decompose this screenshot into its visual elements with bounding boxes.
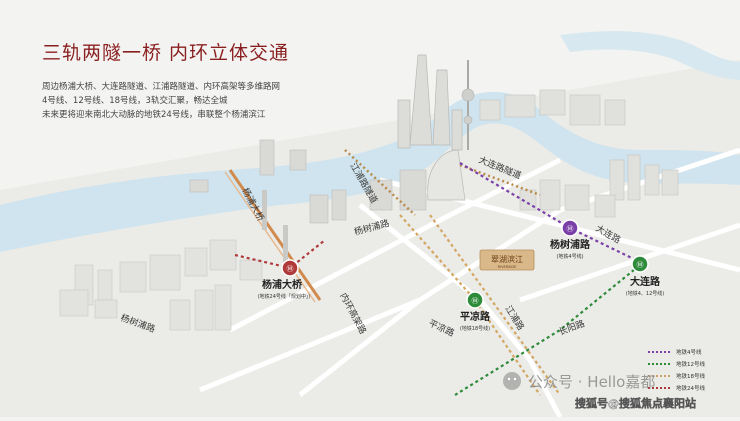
station-lines: (地铁4号线) (556, 253, 583, 260)
buildings-center (189, 139, 427, 224)
station-yangpu-bridge[interactable]: Ⓜ 杨浦大桥 (地铁24号线「规划中」) (258, 259, 311, 300)
station-name: 杨树浦路 (550, 238, 591, 251)
station-pingliang-road[interactable]: Ⓜ 平凉路 (地铁18号线) (460, 291, 491, 332)
buildings-west (59, 239, 263, 331)
metro-icon (561, 219, 579, 237)
station-lines: (地铁18号线) (460, 325, 490, 332)
dalian-tunnel-line (459, 163, 541, 197)
svg-text:Ⓜ: Ⓜ (287, 265, 294, 273)
metro-icon (631, 255, 649, 273)
legend-label-4: 地铁4号线 (676, 348, 702, 356)
wechat-icon (503, 372, 521, 390)
station-name: 杨浦大桥 (262, 278, 303, 291)
station-lines: (地铁4、12号线) (626, 290, 664, 297)
metro-line-12 (454, 264, 641, 396)
metro-icon (466, 291, 484, 309)
station-lines: (地铁24号线「规划中」) (258, 293, 311, 300)
lujiazui-towers (397, 54, 475, 201)
project-sub: RIVERSIDE (498, 265, 517, 269)
wechat-watermark-text: 公众号 · Hello嘉都 (528, 373, 655, 391)
metro-line-18b (429, 214, 561, 396)
metro-icon (281, 259, 299, 277)
station-yangshupu-road[interactable]: Ⓜ 杨树浦路 (地铁4号线) (550, 219, 591, 260)
svg-text:Ⓜ: Ⓜ (637, 261, 644, 269)
svg-text:Ⓜ: Ⓜ (567, 225, 574, 233)
station-name: 大连路 (630, 275, 661, 288)
jiangpu-tunnel-line (344, 149, 416, 216)
sohu-watermark-text: 搜狐号@搜狐焦点襄阳站 (575, 396, 696, 410)
legend-label-12: 地铁12号线 (676, 360, 705, 368)
huangpu-river (0, 91, 740, 252)
project-marker[interactable]: 翠湖滨江 RIVERSIDE (479, 249, 535, 271)
buildings-east (479, 89, 679, 218)
legend: 地铁4号线 地铁12号线 地铁18号线 地铁24号线 (648, 348, 705, 392)
station-name: 平凉路 (460, 310, 491, 323)
wechat-watermark: 公众号 · Hello嘉都 (503, 372, 655, 391)
legend-label-24: 地铁24号线 (676, 384, 705, 392)
metro-line-18 (399, 214, 541, 396)
project-name: 翠湖滨江 (491, 254, 523, 264)
description-line-2: 4号线、12号线、18号线，3轨交汇聚，畅达全城 (42, 96, 228, 106)
page-title: 三轨两隧一桥 内环立体交通 (42, 42, 290, 64)
river-upper (560, 31, 740, 80)
svg-text:Ⓜ: Ⓜ (472, 297, 479, 305)
station-dalian-road[interactable]: Ⓜ 大连路 (地铁4、12号线) (626, 255, 664, 297)
yangpu-bridge (224, 169, 322, 303)
legend-label-18: 地铁18号线 (676, 372, 705, 380)
description-line-1: 周边杨浦大桥、大连路隧道、江浦路隧道、内环高架等多维路网 (42, 82, 281, 92)
description-line-3: 未来更将迎来南北大动脉的地铁24号线，串联整个杨浦滨江 (42, 110, 266, 120)
